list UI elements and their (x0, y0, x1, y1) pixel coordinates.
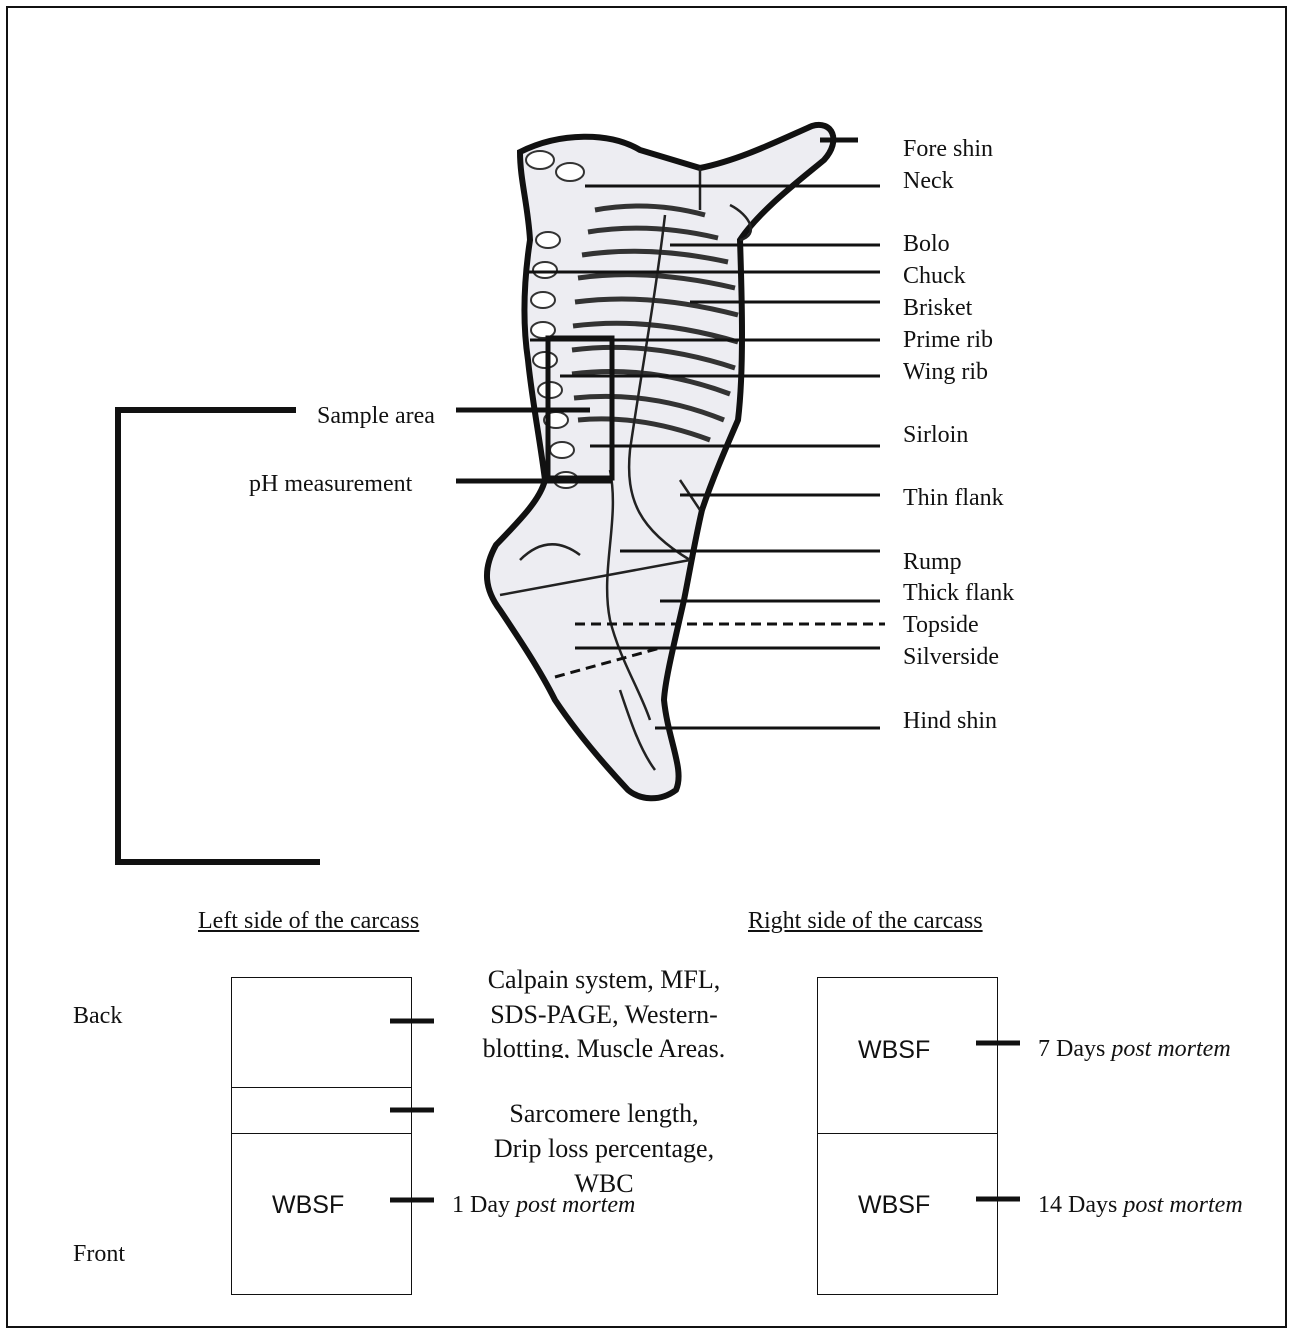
label-back: Back (73, 1004, 122, 1028)
label-sirloin: Sirloin (903, 423, 968, 447)
left-bottom-note-italic: post mortem (516, 1192, 635, 1218)
label-chuck: Chuck (903, 264, 966, 288)
carcass-outline (487, 125, 833, 798)
right-top-wbsf: WBSF (858, 1038, 930, 1063)
right-side-heading: Right side of the carcass (748, 909, 983, 933)
left-block-divider (231, 1087, 412, 1134)
left-top-line2: SDS-PAGE, Western- (450, 1002, 758, 1028)
right-top-note: 7 Days post mortem (1038, 1037, 1231, 1061)
label-sample-area: Sample area (317, 404, 435, 428)
label-thin-flank: Thin flank (903, 486, 1004, 510)
left-top-line3-clip: blotting, Muscle Areas. (450, 1036, 758, 1058)
label-front: Front (73, 1242, 125, 1266)
label-hind-shin: Hind shin (903, 709, 997, 733)
label-prime-rib: Prime rib (903, 328, 993, 352)
right-sample-block (817, 977, 998, 1295)
label-silverside: Silverside (903, 645, 999, 669)
right-block-divider (817, 1133, 998, 1134)
label-topside: Topside (903, 613, 979, 637)
label-ph-measurement: pH measurement (249, 472, 412, 496)
right-top-note-italic: post mortem (1111, 1036, 1230, 1062)
label-wing-rib: Wing rib (903, 360, 988, 384)
left-bottom-note-prefix: 1 Day (452, 1192, 516, 1218)
label-rump: Rump (903, 550, 962, 574)
left-middle-line1: Sarcomere length, (450, 1101, 758, 1127)
label-thick-flank: Thick flank (903, 581, 1014, 605)
label-neck: Neck (903, 169, 954, 193)
left-sample-block (231, 977, 412, 1295)
left-top-line1: Calpain system, MFL, (450, 967, 758, 993)
right-bottom-note-prefix: 14 Days (1038, 1192, 1123, 1218)
left-side-heading: Left side of the carcass (198, 909, 419, 933)
right-bottom-note: 14 Days post mortem (1038, 1193, 1243, 1217)
label-fore-shin: Fore shin (903, 137, 993, 161)
left-top-line3: blotting, Muscle Areas. (450, 1036, 758, 1058)
left-middle-line2: Drip loss percentage, (450, 1136, 758, 1162)
left-bottom-wbsf: WBSF (272, 1193, 344, 1218)
right-top-note-prefix: 7 Days (1038, 1036, 1111, 1062)
left-bottom-note: 1 Day post mortem (452, 1193, 635, 1217)
label-brisket: Brisket (903, 296, 972, 320)
right-bottom-wbsf: WBSF (858, 1193, 930, 1218)
right-bottom-note-italic: post mortem (1123, 1192, 1242, 1218)
label-bolo: Bolo (903, 232, 950, 256)
